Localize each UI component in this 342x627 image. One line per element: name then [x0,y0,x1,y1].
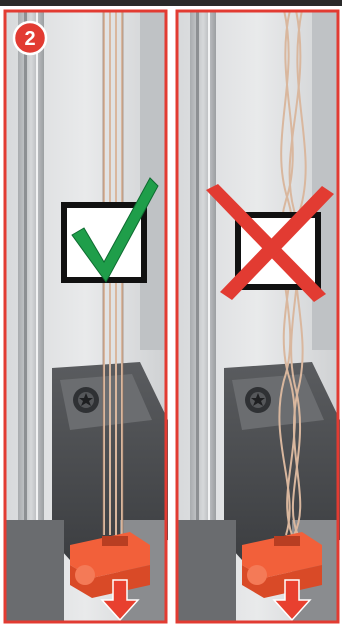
frame-top-strip [0,0,342,6]
window-rail [18,10,44,530]
step-badge: 2 [14,22,46,54]
panel-correct [4,10,168,623]
panel-incorrect [176,10,340,623]
window-rail [190,10,216,530]
screw-icon [73,387,99,413]
screw-icon [245,387,271,413]
step-number: 2 [24,28,35,50]
